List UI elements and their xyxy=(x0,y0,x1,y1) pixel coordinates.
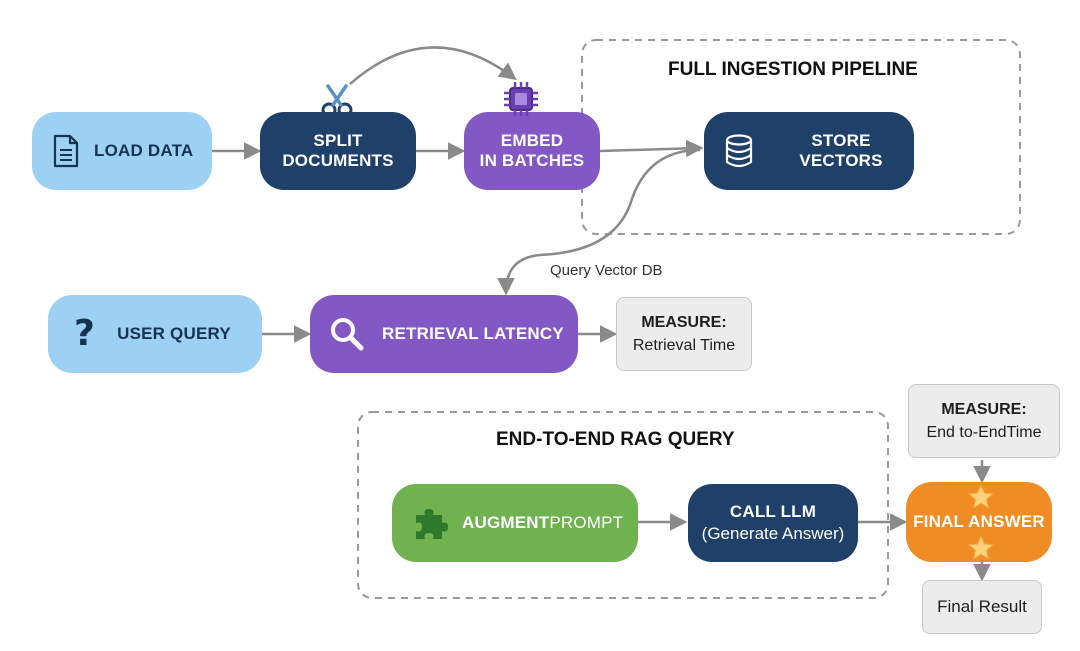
measure-e2e-sub-bold: End to-End xyxy=(926,423,1007,441)
rag-group-title: END-TO-END RAG QUERY xyxy=(496,429,735,450)
chip-icon xyxy=(502,80,540,123)
embed-batches-node[interactable]: EMBED IN BATCHES xyxy=(464,112,600,190)
star-icon xyxy=(967,483,995,515)
call-llm-line1: CALL LLM xyxy=(729,501,817,521)
embed-batches-line2: IN BATCHES xyxy=(479,151,585,170)
final-result-box: Final Result xyxy=(922,580,1042,634)
split-documents-node[interactable]: SPLIT DOCUMENTS xyxy=(260,112,416,190)
measure-e2e-subtitle: End to-EndTime xyxy=(926,423,1041,442)
arrow-embed-to-store xyxy=(599,139,704,158)
measure-retrieval-subtitle: Retrieval Time xyxy=(633,336,735,355)
augment-prompt-label-regular: PROMPT xyxy=(549,512,624,532)
star-icon-bottom xyxy=(967,534,995,566)
query-vector-db-label: Query Vector DB xyxy=(550,262,663,279)
load-data-label: LOAD DATA xyxy=(94,140,194,160)
final-result-label: Final Result xyxy=(937,596,1027,616)
store-vectors-label: STORE VECTORS xyxy=(799,130,883,170)
puzzle-icon xyxy=(412,505,448,541)
measure-retrieval-sub-bold: Retrieval xyxy=(632,336,696,354)
measure-retrieval-box: MEASURE: Retrieval Time xyxy=(616,297,752,371)
load-data-node[interactable]: LOAD DATA xyxy=(32,112,212,190)
augment-prompt-node[interactable]: AUGMENTPROMPT xyxy=(392,484,638,562)
retrieval-latency-node[interactable]: RETRIEVAL LATENCY xyxy=(310,295,578,373)
measure-retrieval-sub-regular: Time xyxy=(700,336,736,354)
arrow-store-to-retrieval xyxy=(497,148,701,296)
augment-prompt-label-bold: AUGMENT xyxy=(462,512,550,532)
measure-e2e-sub-regular: Time xyxy=(1006,423,1042,441)
measure-e2e-title: MEASURE: xyxy=(941,401,1027,419)
augment-prompt-label: AUGMENTPROMPT xyxy=(462,513,623,533)
database-icon xyxy=(724,134,754,168)
question-mark-icon: ? xyxy=(74,313,96,355)
final-answer-label: FINAL ANSWER xyxy=(913,511,1045,531)
call-llm-node[interactable]: CALL LLM (Generate Answer) xyxy=(688,484,858,562)
embed-batches-line1: EMBED xyxy=(500,130,564,150)
ingestion-group-title: FULL INGESTION PIPELINE xyxy=(668,59,918,80)
measure-retrieval-title: MEASURE: xyxy=(641,314,727,332)
measure-e2e-box: MEASURE: End to-EndTime xyxy=(908,384,1060,458)
retrieval-latency-label: RETRIEVAL LATENCY xyxy=(382,323,564,343)
split-documents-line1: SPLIT xyxy=(313,130,363,150)
store-vectors-node[interactable]: STORE VECTORS xyxy=(704,112,914,190)
user-query-node[interactable]: ? USER QUERY xyxy=(48,295,262,373)
call-llm-line2: (Generate Answer) xyxy=(701,524,845,543)
magnifier-icon xyxy=(330,317,364,351)
arrow-curve-split-to-embed xyxy=(349,46,517,85)
rag-group-border xyxy=(357,411,889,599)
scissors-icon xyxy=(320,84,354,123)
document-icon xyxy=(52,134,80,168)
split-documents-line2: DOCUMENTS xyxy=(282,151,394,170)
user-query-label: USER QUERY xyxy=(117,323,231,343)
